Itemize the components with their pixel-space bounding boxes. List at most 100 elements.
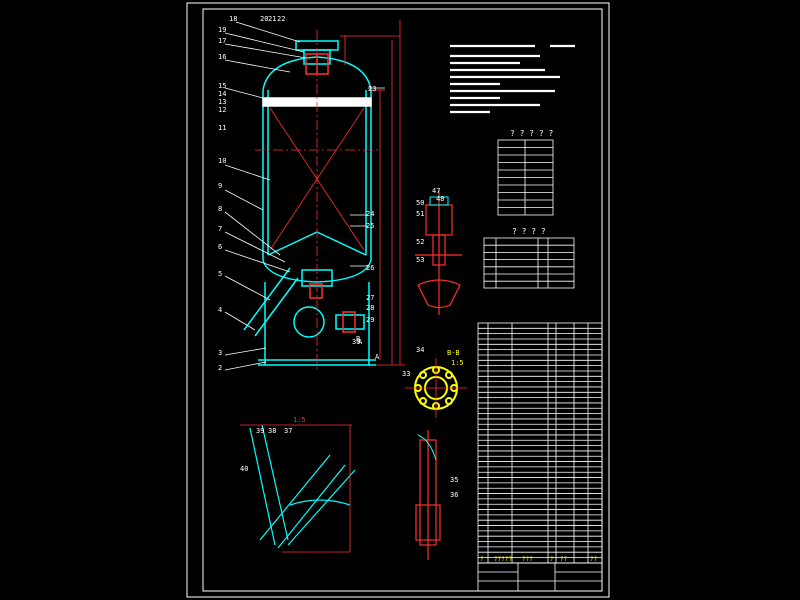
balloon-number: 29: [366, 316, 374, 324]
nozzle-table-border: [483, 237, 575, 289]
dimension-lines-right: [340, 20, 405, 366]
detail-inlet-red: [240, 424, 352, 553]
detail-vertical-cyan: [417, 434, 437, 461]
inlet-pipe-inner: [254, 277, 299, 337]
leader-lines: [224, 21, 385, 371]
cone-right: [316, 231, 367, 256]
leader-16: [224, 59, 291, 73]
balloon-number: 13: [218, 98, 226, 106]
nozzle-table: [483, 237, 575, 289]
detail-inlet-wall-2: [261, 424, 289, 541]
balloon-number: 53: [416, 256, 424, 264]
section-bb-centerlines: [405, 358, 467, 418]
leader-5: [224, 249, 291, 273]
outlet-flange: [342, 311, 356, 333]
parts-header: ??????????????: [480, 556, 598, 563]
detail-valve-view: [415, 190, 462, 315]
section-b-mark: B: [356, 335, 360, 343]
leader-4: [224, 275, 271, 301]
bolt-hole: [419, 397, 427, 405]
balloon-number: 7: [218, 225, 222, 233]
detail-vertical-curve: [417, 434, 437, 461]
parts-header-cell: ??: [560, 556, 568, 563]
balloon-number: 19: [218, 26, 226, 34]
balloon-number: 4: [218, 306, 222, 314]
skirt-manhole: [293, 306, 325, 338]
balloon-number: 20: [260, 15, 268, 23]
balloon-number: 23: [368, 85, 376, 93]
balloon-number: 11: [218, 124, 226, 132]
nozzle-table-rows: [484, 244, 574, 282]
balloon-number: 38: [268, 427, 276, 435]
leader-2: [224, 347, 267, 356]
balloon-number: 15: [218, 82, 226, 90]
detail-valve-cyan: [429, 196, 449, 206]
sheet-frame: [186, 2, 610, 598]
leader-1: [224, 361, 267, 371]
section-mark-labels: A A B B-B 1:5 1:5: [293, 335, 464, 424]
detail-cone: [417, 279, 461, 309]
balloon-number: 52: [416, 238, 424, 246]
technical-notes: [450, 44, 575, 114]
leader-3: [224, 311, 256, 331]
balloon-number: 14: [218, 90, 226, 98]
parts-list: [477, 322, 603, 564]
balloon-number: 25: [366, 222, 374, 230]
balloon-number: 35: [450, 476, 458, 484]
balloon-number: 50: [416, 199, 424, 207]
balloon-number: 24: [366, 210, 374, 218]
table-titles: ? ? ? ? ? ? ? ? ?: [510, 129, 554, 236]
section-a-left: A: [358, 338, 363, 346]
title-block: [477, 562, 603, 592]
balloon-number: 34: [416, 346, 424, 354]
leader-19: [224, 32, 305, 53]
detail-vertical-view: [415, 430, 441, 560]
balloon-number: 12: [218, 106, 226, 114]
balloon-number: 9: [218, 182, 222, 190]
leader-7: [224, 211, 281, 256]
detail-inlet-pipe-3: [287, 469, 356, 546]
parts-header-cell: ?: [550, 556, 554, 563]
balloon-number: 21: [268, 15, 276, 23]
vessel-internals: [255, 30, 380, 370]
balloon-number: 40: [240, 465, 248, 473]
parts-header-cell: ???: [522, 556, 533, 563]
balloon-number: 8: [218, 205, 222, 213]
balloon-number: 30: [352, 338, 360, 346]
balloon-number: 6: [218, 243, 222, 251]
balloon-number: 22: [277, 15, 285, 23]
section-a-right: A: [375, 353, 380, 361]
leader-6: [224, 231, 286, 263]
detail-inlet-view: [249, 424, 356, 549]
section-bb-title: B-B: [447, 349, 460, 357]
inlet-pipe-outer: [243, 267, 291, 331]
detail-inlet-pipe-2: [277, 464, 346, 549]
balloon-number: 37: [284, 427, 292, 435]
parts-list-border: [477, 322, 603, 564]
vessel-red-details: [305, 53, 356, 333]
inner-frame: [202, 8, 603, 592]
parts-header-cell: ?????: [494, 556, 512, 563]
balloon-number: 3: [218, 349, 222, 357]
leader-17: [224, 43, 307, 59]
cone-left: [267, 231, 318, 256]
leader-9: [224, 164, 271, 181]
bolt-hole: [445, 397, 453, 405]
vessel-elevation-view: [243, 40, 376, 366]
balloon-number: 27: [366, 294, 374, 302]
balloon-number: 2: [218, 364, 222, 372]
detail-cap: [429, 196, 449, 206]
balloon-number: 33: [402, 370, 410, 378]
parts-header-cell: ??: [590, 556, 598, 563]
balloon-number: 28: [366, 304, 374, 312]
leader-15: [224, 87, 264, 99]
balloon-number: 51: [416, 210, 424, 218]
bolt-hole: [445, 371, 453, 379]
bolt-hole: [419, 371, 427, 379]
nozzle-table-title: ? ? ? ?: [512, 227, 546, 236]
spec-table-rows: [498, 147, 553, 208]
drain-valve: [309, 283, 323, 299]
detail-inlet-wall-1: [249, 427, 276, 546]
